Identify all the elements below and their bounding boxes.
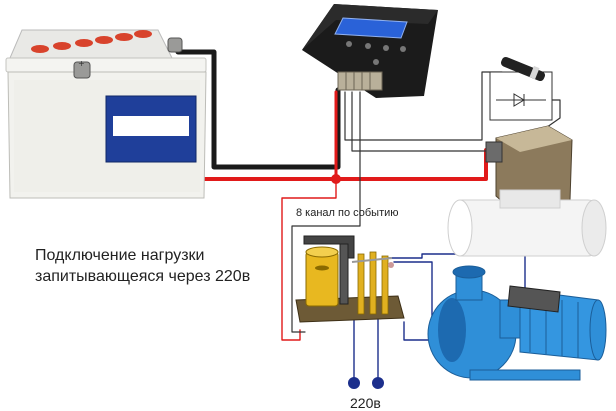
controller-connector [337, 71, 383, 91]
black-wire-negative [175, 49, 341, 170]
controller-screen [334, 17, 408, 39]
gsm-controller-icon [302, 4, 438, 98]
relay-icon [295, 235, 405, 323]
car-battery-icon: + [5, 29, 207, 199]
diode-icon [489, 56, 553, 121]
mains-label: 220в [350, 395, 381, 411]
terminal-dot-icon [372, 377, 384, 389]
terminal-dot-icon [348, 377, 360, 389]
solenoid-valve-icon [447, 125, 607, 257]
blue-wire-pump-1 [387, 253, 526, 293]
junction-dot [331, 174, 341, 184]
thin-wire-channel8 [291, 91, 361, 333]
relay-coil [305, 251, 339, 307]
caption-line-1: Подключение нагрузки [35, 247, 205, 264]
svg-text:+: + [78, 59, 85, 68]
thin-wire-to-diode [344, 71, 503, 141]
diagram-caption: Подключение нагрузки запитывающеяся чере… [35, 245, 250, 287]
red-wire-to-relay [281, 178, 337, 341]
caption-line-2: запитывающеяся через 220в [35, 268, 251, 285]
thin-wire-to-valve [351, 91, 489, 152]
channel-label: 8 канал по событию [296, 207, 399, 219]
water-pump-icon [427, 265, 607, 381]
battery-terminal-minus [167, 37, 183, 53]
battery-terminal-plus [73, 61, 91, 79]
controller-buttons [346, 41, 406, 65]
